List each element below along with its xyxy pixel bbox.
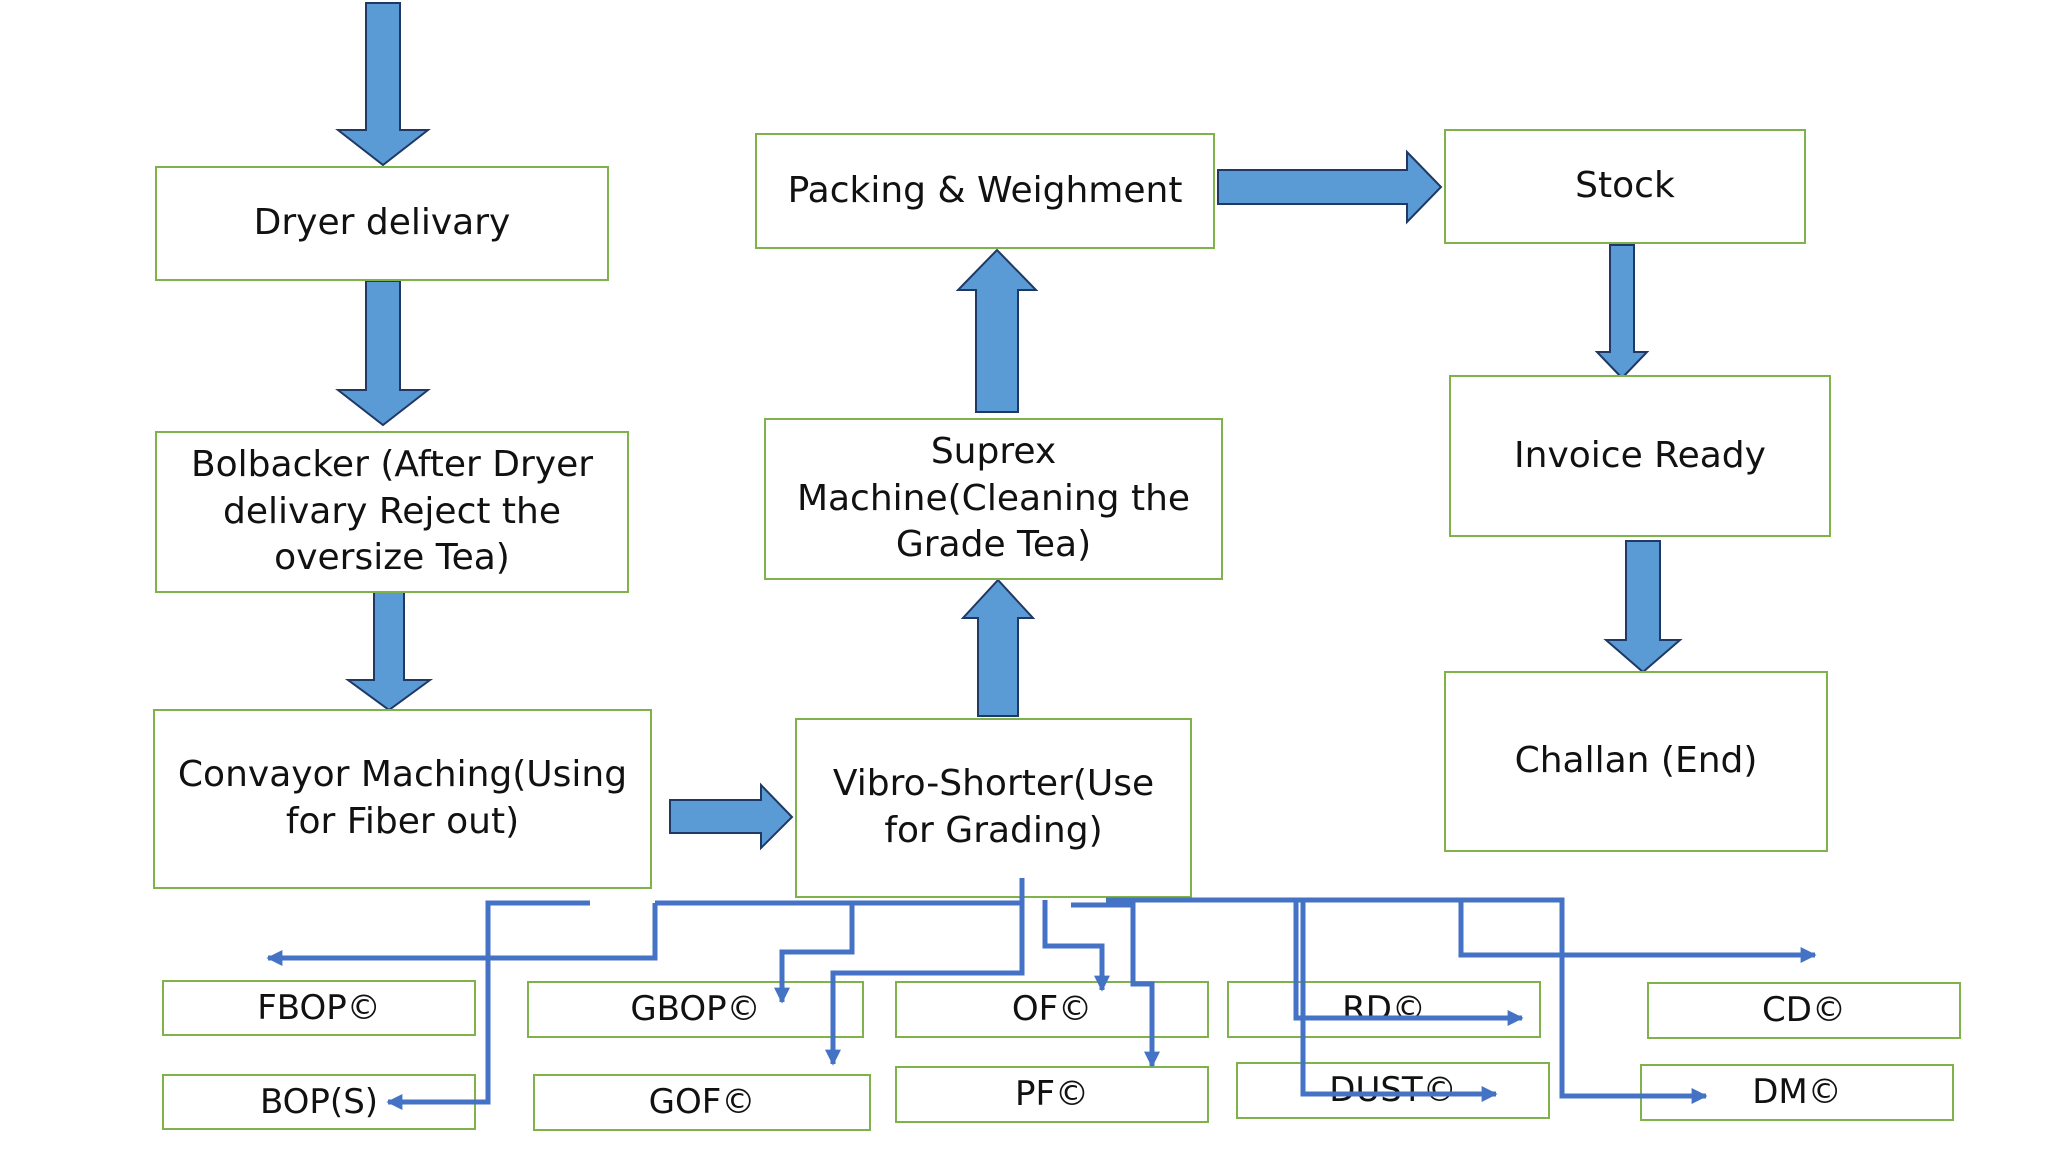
arrow-vibro-to-suprex: [960, 578, 1036, 717]
arrow-invoice-to-challan: [1603, 540, 1683, 674]
connector-to-of: [1042, 900, 1110, 992]
box-stock: Stock: [1444, 129, 1806, 244]
box-label: Vibro-Shorter(Use for Grading): [832, 763, 1155, 851]
box-label: Stock: [1575, 165, 1675, 207]
connector-to-dust: [1300, 900, 1498, 1102]
arrow-dryer-to-bolbacker: [335, 280, 431, 427]
box-convayor: Convayor Maching(Using for Fiber out): [153, 709, 652, 889]
connector-vibro-drop: [825, 878, 1025, 1066]
box-challan-end: Challan (End): [1444, 671, 1828, 852]
grade-label: RD©: [1342, 989, 1426, 1030]
grade-box-dust: DUST©: [1236, 1062, 1550, 1119]
arrow-suprex-to-packing: [955, 248, 1039, 413]
connector-bus-right: [1106, 897, 1708, 1104]
grade-label: OF©: [1011, 989, 1093, 1030]
connector-to-pf: [1071, 902, 1160, 1068]
box-label: Challan (End): [1514, 740, 1758, 782]
grade-label: DUST©: [1329, 1070, 1457, 1111]
arrow-packing-to-stock: [1217, 149, 1443, 225]
grade-box-of: OF©: [895, 981, 1209, 1038]
box-bolbacker: Bolbacker (After Dryer delivary Reject t…: [155, 431, 629, 593]
connector-to-gbop: [774, 903, 855, 1004]
connector-to-rd: [1293, 900, 1524, 1026]
grade-label: CD©: [1762, 990, 1846, 1031]
grade-label: DM©: [1752, 1072, 1842, 1113]
connector-to-cd: [1458, 900, 1817, 963]
grade-box-cd: CD©: [1647, 982, 1961, 1039]
box-label: Packing & Weighment: [787, 169, 1183, 211]
arrow-convayor-to-vibro: [669, 782, 794, 851]
grade-box-gbop: GBOP©: [527, 981, 864, 1038]
grade-label: FBOP©: [257, 987, 381, 1028]
box-packing-weighment: Packing & Weighment: [755, 133, 1215, 249]
grade-box-pf: PF©: [895, 1066, 1209, 1123]
box-label: Dryer delivary: [253, 202, 511, 244]
grade-box-rd: RD©: [1227, 981, 1541, 1038]
arrow-into-dryer: [335, 2, 431, 167]
box-label: Convayor Maching(Using for Fiber out): [177, 754, 628, 842]
box-dryer-delivery: Dryer delivary: [155, 166, 609, 281]
grade-box-bop-s: BOP(S): [162, 1074, 476, 1130]
box-invoice-ready: Invoice Ready: [1449, 375, 1831, 537]
box-label: Bolbacker (After Dryer delivary Reject t…: [190, 443, 594, 579]
connector-to-fbop: [266, 903, 658, 966]
box-vibro-shorter: Vibro-Shorter(Use for Grading): [795, 718, 1192, 898]
grade-label: GOF©: [648, 1082, 756, 1123]
box-suprex-machine: Suprex Machine(Cleaning the Grade Tea): [764, 418, 1223, 580]
grade-box-gof: GOF©: [533, 1074, 871, 1131]
connector-to-bop-s: [386, 900, 590, 1110]
grade-label: GBOP©: [630, 989, 761, 1030]
arrow-bolbacker-to-convayor: [344, 591, 434, 712]
grade-label: BOP(S): [259, 1081, 379, 1122]
box-label: Invoice Ready: [1514, 434, 1766, 476]
arrow-stock-to-invoice: [1594, 244, 1650, 380]
grade-box-fbop: FBOP©: [162, 980, 476, 1036]
grade-label: PF©: [1014, 1074, 1090, 1115]
box-label: Suprex Machine(Cleaning the Grade Tea): [796, 430, 1191, 566]
